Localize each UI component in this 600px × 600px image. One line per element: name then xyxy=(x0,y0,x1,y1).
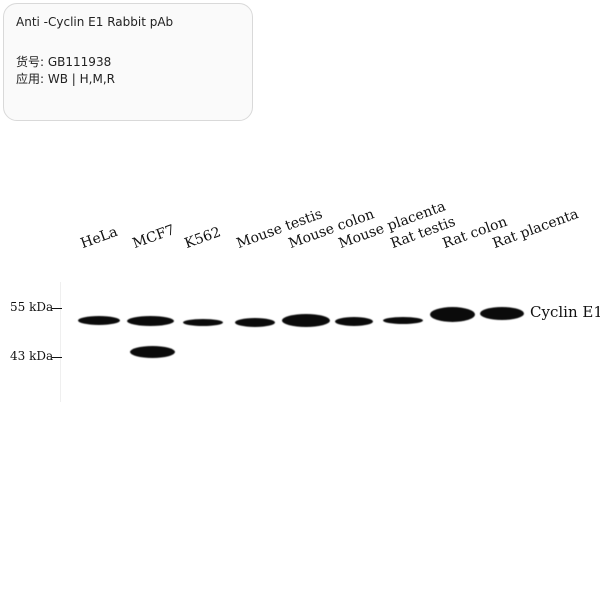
target-label-cyclin-e1: Cyclin E1 xyxy=(530,303,600,321)
band-cyclin-e1-rat-colon xyxy=(430,307,475,322)
lane-label-mcf7: MCF7 xyxy=(130,222,178,252)
lane-label-hela: HeLa xyxy=(78,223,120,252)
lane-label-k562: K562 xyxy=(182,224,223,252)
application-label: 应用: xyxy=(16,72,45,86)
marker-tick-43kda xyxy=(52,357,62,358)
band-cyclin-e1-rat-testis xyxy=(383,317,423,324)
band-cyclin-e1-mouse-colon xyxy=(282,314,330,327)
catalog-number-row: 货号: GB111938 xyxy=(16,53,111,70)
band-cyclin-e1-hela xyxy=(78,316,120,325)
band-cyclin-e1-mouse-placenta xyxy=(335,317,373,326)
application-value: WB | H,M,R xyxy=(47,72,115,86)
marker-label-55kda: 55 kDa xyxy=(10,300,54,314)
western-blot-figure: HeLa MCF7 K562 Mouse testis Mouse colon … xyxy=(0,190,600,410)
product-title: Anti -Cyclin E1 Rabbit pAb xyxy=(16,15,174,29)
product-info-card: Anti -Cyclin E1 Rabbit pAb 货号: GB111938 … xyxy=(3,3,253,121)
band-cyclin-e1-rat-placenta xyxy=(480,307,524,320)
application-row: 应用: WB | H,M,R xyxy=(16,70,115,87)
band-cyclin-e1-mouse-testis xyxy=(235,318,275,327)
catalog-value: GB111938 xyxy=(47,55,112,69)
marker-label-43kda: 43 kDa xyxy=(10,349,54,363)
membrane-edge xyxy=(60,282,61,402)
catalog-label: 货号: xyxy=(16,55,45,69)
band-cyclin-e1-mcf7 xyxy=(127,316,174,326)
band-cyclin-e1-k562 xyxy=(183,319,223,326)
band-43kda-mcf7 xyxy=(130,346,175,358)
marker-tick-55kda xyxy=(52,308,62,309)
